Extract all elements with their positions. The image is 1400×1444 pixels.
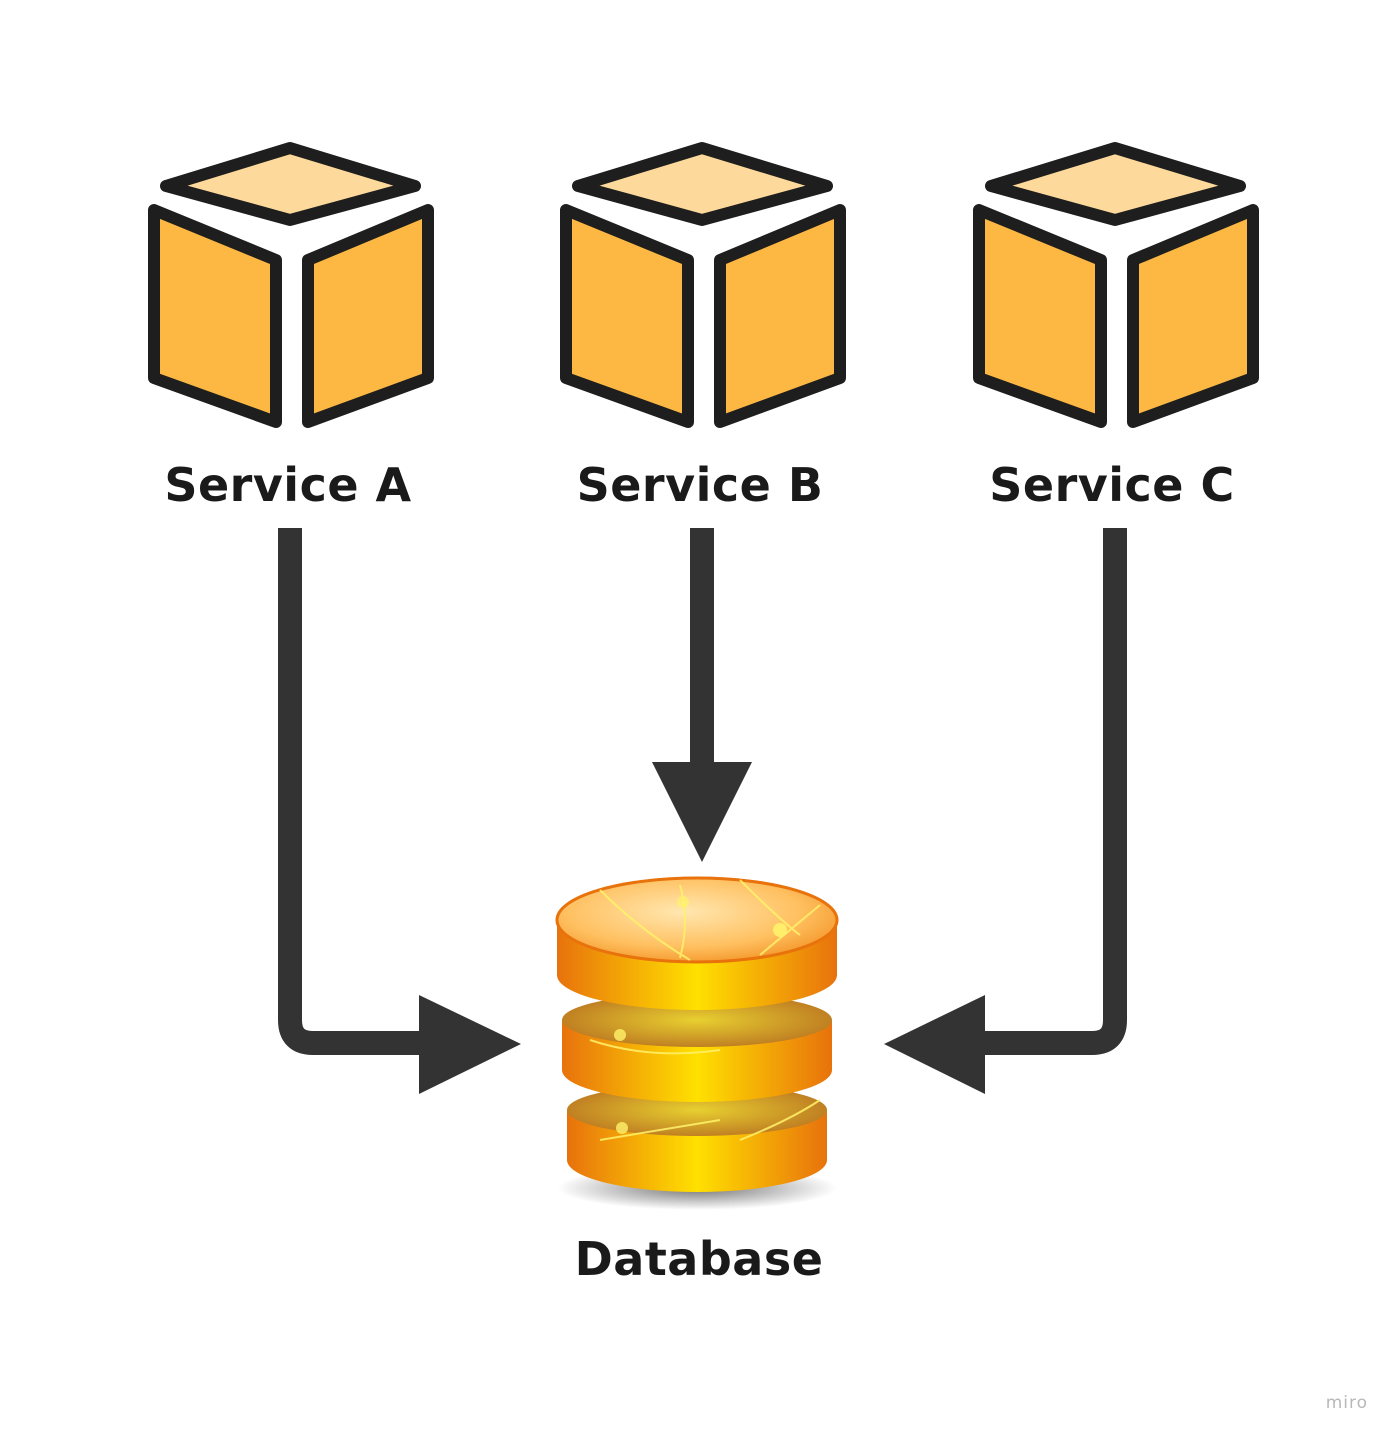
service-c-cube-icon xyxy=(973,142,1259,428)
miro-watermark: miro xyxy=(1325,1393,1368,1413)
service-a-label: Service A xyxy=(164,458,412,512)
service-b-cube-icon xyxy=(560,142,846,428)
service-c-label: Service C xyxy=(989,458,1235,512)
database-label: Database xyxy=(574,1232,824,1286)
service-a-cube-icon xyxy=(148,142,434,428)
database-icon xyxy=(555,876,839,1210)
service-b-label: Service B xyxy=(576,458,824,512)
arrow-b-to-database xyxy=(652,528,752,862)
arrow-a-to-database xyxy=(278,528,521,1094)
arrow-c-to-database xyxy=(884,528,1127,1094)
